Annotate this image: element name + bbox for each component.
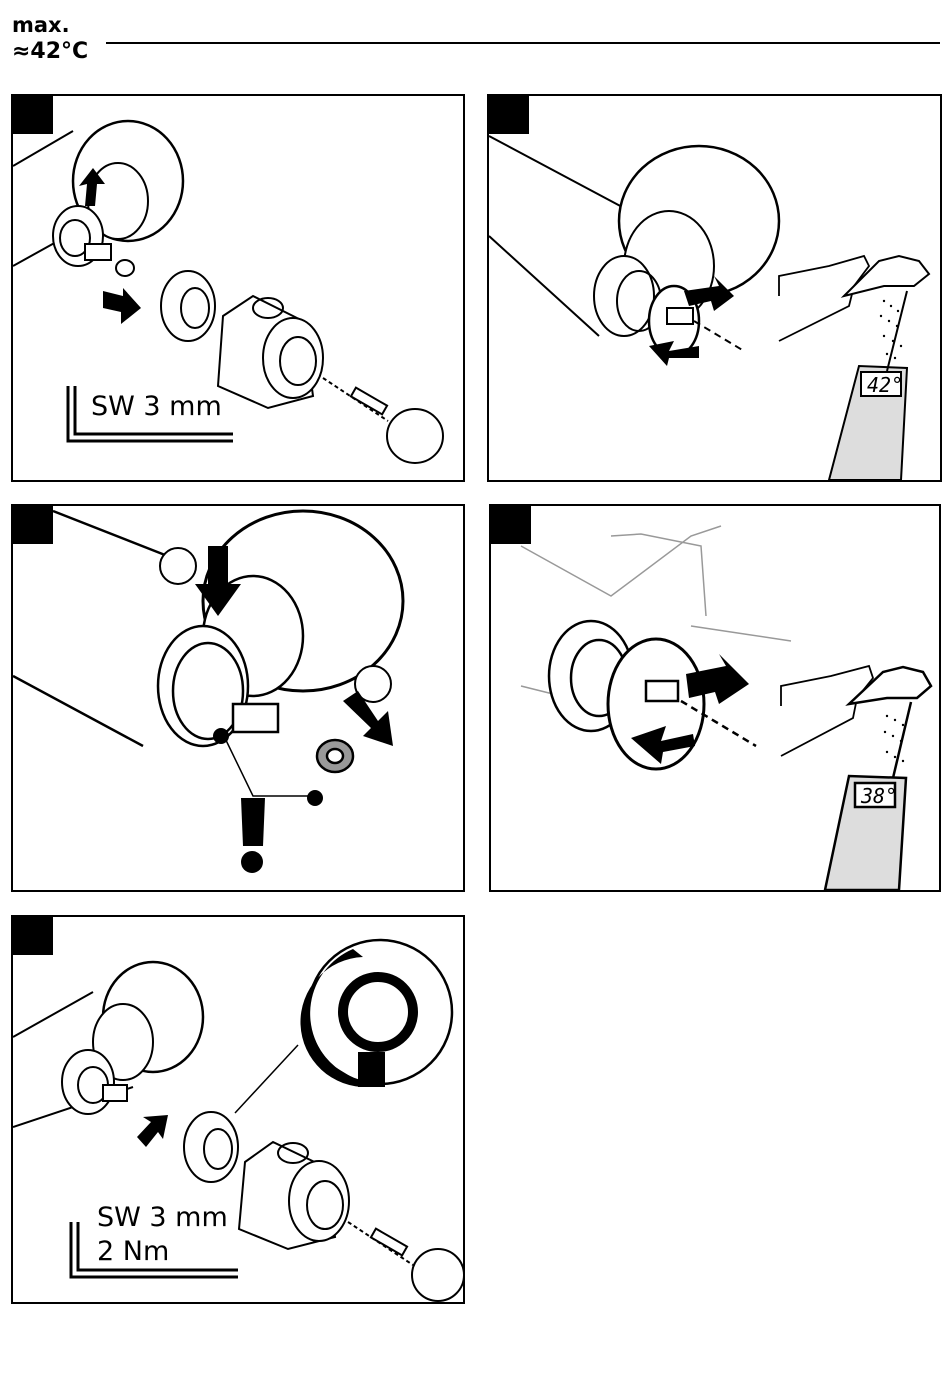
torque-label: 2 Nm [97, 1237, 169, 1267]
step-panel-2: 42° [487, 94, 942, 482]
thermometer-reading: 42° [867, 373, 903, 397]
thermometer-reading: 38° [861, 784, 897, 808]
arrow-icon [137, 1115, 168, 1147]
reassembly-illustration [13, 917, 463, 1302]
max-label: max. [12, 14, 70, 36]
verification-illustration [491, 506, 939, 890]
warning-exclamation-icon [241, 798, 265, 846]
arrow-icon [103, 288, 141, 324]
step-panel-5: SW 3 mm 2 Nm [11, 915, 465, 1304]
step-panel-4: 38° [489, 504, 941, 892]
step-panel-3 [11, 504, 465, 892]
max-temperature-label: ≈42°C [12, 40, 88, 64]
calibration-illustration [489, 96, 940, 480]
tool-size-label: SW 3 mm [91, 392, 222, 422]
step-panel-1: SW 3 mm [11, 94, 465, 482]
header-divider [106, 42, 940, 44]
disassembly-illustration [13, 96, 463, 480]
rotation-arrow-icon [686, 654, 749, 704]
alignment-illustration [13, 506, 463, 890]
tool-size-label: SW 3 mm [97, 1203, 228, 1233]
